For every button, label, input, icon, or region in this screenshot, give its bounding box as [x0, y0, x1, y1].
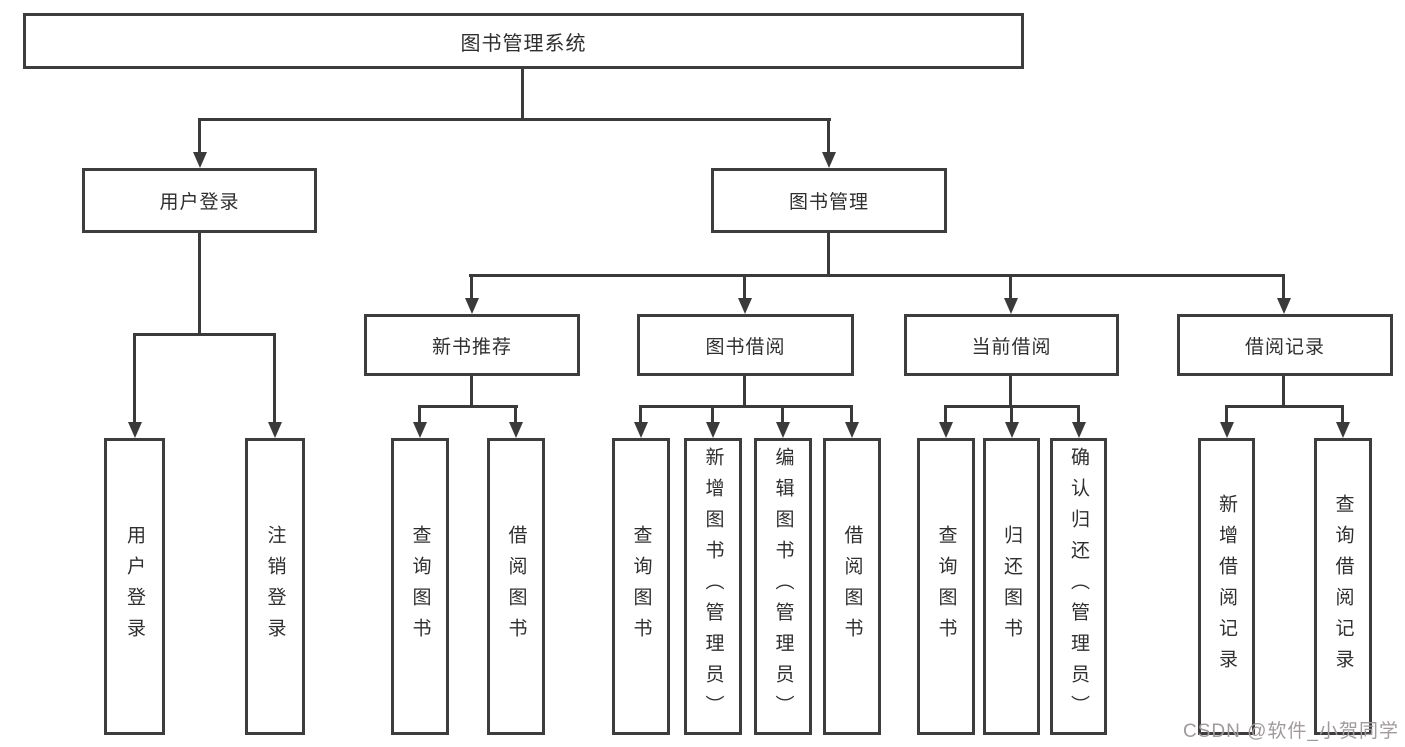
arrowhead-to-leaf-query-borrow-record	[1336, 422, 1350, 438]
arrowhead-to-leaf-confirm-return-admin	[1072, 422, 1086, 438]
arrowhead-to-leaf-query-books-recommend	[413, 422, 427, 438]
arrowhead-to-current-borrow	[1004, 298, 1018, 314]
leaf-add-books-admin-label: 新增图书（管理员）	[702, 447, 724, 726]
leaf-add-books-admin: 新增图书（管理员）	[684, 438, 742, 735]
arrowhead-to-leaf-user-login	[128, 422, 142, 438]
leaf-confirm-return-admin: 确认归还（管理员）	[1050, 438, 1107, 735]
arrowhead-to-leaf-borrow-books-recommend	[509, 422, 523, 438]
connector-to-book-borrow-stem	[743, 274, 746, 300]
connector-current-borrow-stem	[1009, 376, 1012, 407]
arrowhead-to-leaf-edit-books-admin	[776, 422, 790, 438]
connector-leaf-stem	[1010, 405, 1013, 424]
leaf-return-books-label: 归还图书	[1001, 524, 1022, 649]
node-borrow-records-label: 借阅记录	[1244, 336, 1325, 358]
connector-book-management-rail	[469, 274, 1285, 277]
csdn-watermark: CSDN @软件_小贺同学	[1183, 721, 1399, 742]
connector-to-user-login-stem	[198, 118, 201, 154]
node-current-borrow: 当前借阅	[904, 314, 1119, 376]
leaf-add-borrow-record-label: 新增借阅记录	[1216, 493, 1237, 680]
leaf-logout-label: 注销登录	[264, 524, 286, 649]
node-new-book-recommend-label: 新书推荐	[431, 336, 512, 358]
connector-leaf-stem	[1077, 405, 1080, 424]
leaf-borrow-books: 借阅图书	[823, 438, 881, 735]
node-new-book-recommend: 新书推荐	[364, 314, 580, 376]
leaf-query-books-borrow-label: 查询图书	[630, 524, 652, 649]
connector-book-management-stem	[827, 233, 830, 277]
leaf-user-login-label: 用户登录	[124, 524, 145, 649]
leaf-logout: 注销登录	[245, 438, 305, 735]
connector-new-book-recommend-rail	[419, 405, 518, 408]
connector-to-leaf-user-login-stem	[133, 333, 136, 424]
leaf-query-books-current: 查询图书	[917, 438, 975, 735]
connector-borrow-records-stem	[1282, 376, 1285, 407]
node-user-login-label: 用户登录	[159, 192, 240, 213]
leaf-query-borrow-record: 查询借阅记录	[1314, 438, 1372, 735]
leaf-borrow-books-recommend: 借阅图书	[487, 438, 545, 735]
arrowhead-to-borrow-records	[1277, 298, 1291, 314]
node-current-borrow-label: 当前借阅	[971, 336, 1052, 358]
node-book-management: 图书管理	[711, 168, 947, 233]
node-library-system-label: 图书管理系统	[460, 32, 587, 55]
arrowhead-to-leaf-add-books-admin	[706, 422, 720, 438]
leaf-add-borrow-record: 新增借阅记录	[1198, 438, 1255, 735]
connector-to-book-management-stem	[827, 118, 830, 154]
connector-leaf-stem	[944, 405, 947, 424]
leaf-edit-books-admin-label: 编辑图书（管理员）	[772, 447, 794, 726]
connector-borrow-records-rail	[1225, 405, 1343, 408]
leaf-query-books-recommend-label: 查询图书	[409, 524, 431, 649]
arrowhead-to-new-book-recommend	[465, 298, 479, 314]
connector-leaf-stem	[1341, 405, 1344, 424]
node-borrow-records: 借阅记录	[1177, 314, 1393, 376]
leaf-borrow-books-label: 借阅图书	[841, 524, 863, 649]
leaf-query-books-borrow: 查询图书	[612, 438, 670, 735]
connector-to-current-borrow-stem	[1009, 274, 1012, 300]
connector-leaf-stem	[514, 405, 517, 424]
node-user-login: 用户登录	[82, 168, 317, 233]
node-library-system: 图书管理系统	[23, 13, 1024, 69]
leaf-query-books-recommend: 查询图书	[391, 438, 449, 735]
leaf-query-borrow-record-label: 查询借阅记录	[1332, 493, 1354, 680]
connector-leaf-stem	[850, 405, 853, 424]
arrowhead-to-leaf-borrow-books	[845, 422, 859, 438]
arrowhead-to-book-borrow	[738, 298, 752, 314]
connector-leaf-stem	[711, 405, 714, 424]
connector-to-borrow-records-stem	[1282, 274, 1285, 300]
arrowhead-to-leaf-query-books-borrow	[634, 422, 648, 438]
connector-user-login-stem	[198, 233, 201, 336]
connector-leaf-stem	[1225, 405, 1228, 424]
connector-book-borrow-rail	[640, 405, 853, 408]
connector-root-rail	[198, 118, 831, 121]
leaf-edit-books-admin: 编辑图书（管理员）	[754, 438, 812, 735]
leaf-user-login: 用户登录	[104, 438, 165, 735]
node-book-management-label: 图书管理	[788, 192, 869, 213]
connector-leaf-stem	[418, 405, 421, 424]
connector-root-stem	[521, 69, 524, 120]
connector-to-new-book-recommend-stem	[470, 274, 473, 300]
arrowhead-to-leaf-logout	[268, 422, 282, 438]
arrowhead-to-leaf-add-borrow-record	[1220, 422, 1234, 438]
arrowhead-to-book-management	[822, 152, 836, 168]
connector-leaf-stem	[781, 405, 784, 424]
node-book-borrow-label: 图书借阅	[705, 336, 786, 358]
connector-leaf-stem	[639, 405, 642, 424]
leaf-confirm-return-admin-label: 确认归还（管理员）	[1068, 447, 1089, 726]
connector-book-borrow-stem	[743, 376, 746, 407]
arrowhead-to-leaf-query-books-current	[939, 422, 953, 438]
leaf-borrow-books-recommend-label: 借阅图书	[505, 524, 527, 649]
connector-user-login-rail	[133, 333, 276, 336]
arrowhead-to-user-login	[193, 152, 207, 168]
leaf-query-books-current-label: 查询图书	[935, 524, 957, 649]
connector-new-book-recommend-stem	[470, 376, 473, 407]
connector-to-leaf-logout-stem	[273, 333, 276, 424]
leaf-return-books: 归还图书	[983, 438, 1040, 735]
node-book-borrow: 图书借阅	[637, 314, 854, 376]
arrowhead-to-leaf-return-books	[1005, 422, 1019, 438]
